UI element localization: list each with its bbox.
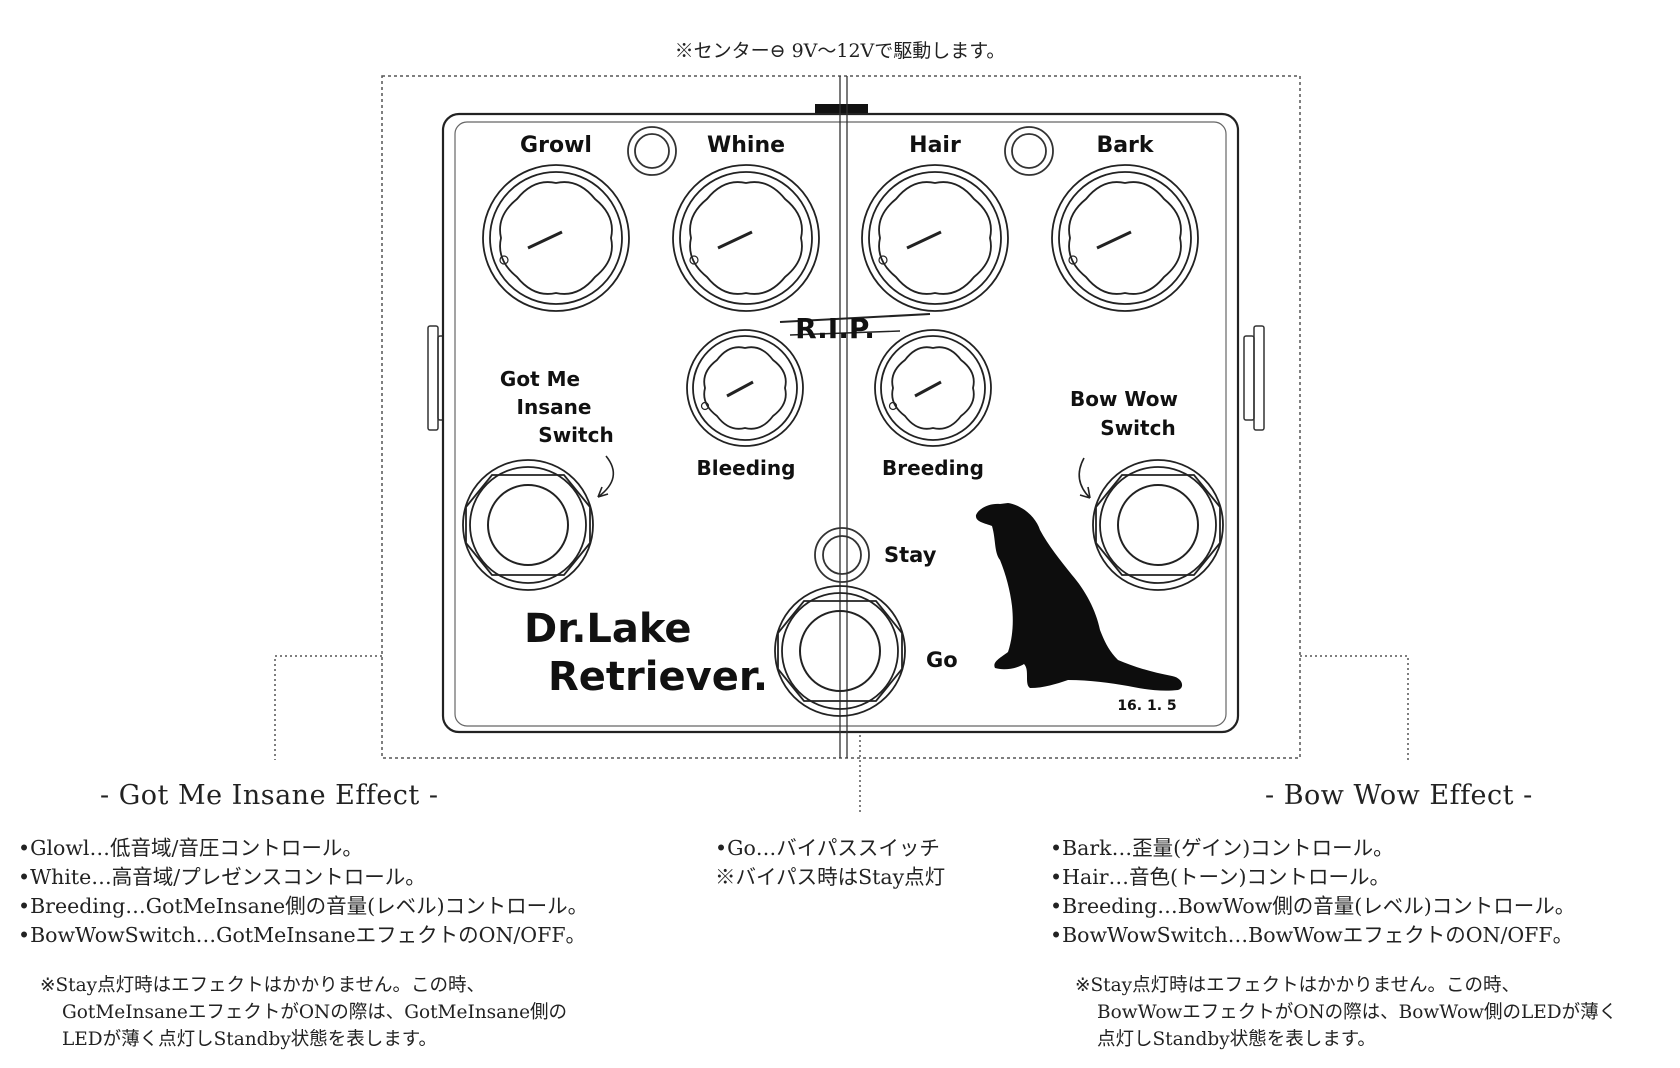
right-note: ※Stay点灯時はエフェクトはかかりません。この時、 BowWowエフェクトがO…: [1075, 972, 1617, 1053]
label-left-switch-2: Insane: [517, 395, 592, 419]
label-whine: Whine: [707, 133, 785, 158]
label-right-switch-1: Bow Wow: [1070, 387, 1178, 411]
list-item: •Go…バイパススイッチ: [715, 836, 940, 860]
label-left-switch-3: Switch: [538, 423, 613, 447]
led-stay: [814, 527, 870, 583]
input-jack: [1243, 325, 1265, 431]
list-item: ※バイパス時はStay点灯: [715, 865, 946, 889]
right-section-title: - Bow Wow Effect -: [1265, 780, 1533, 811]
label-stay: Stay: [884, 543, 937, 567]
power-note: ※センター⊖ 9V〜12Vで駆動します。: [674, 40, 1006, 62]
left-note: ※Stay点灯時はエフェクトはかかりません。この時、 GotMeInsaneエフ…: [40, 972, 567, 1053]
note-line: 点灯しStandby状態を表します。: [1097, 1029, 1376, 1050]
list-item: •BowWowSwitch…GotMeInsaneエフェクトのON/OFF。: [18, 923, 587, 947]
dog-silhouette: [975, 503, 1183, 691]
label-breeding: Breeding: [882, 456, 984, 480]
label-left-switch-1: Got Me: [500, 367, 580, 391]
arrow-right-switch: [1078, 457, 1091, 499]
knob-whine: [672, 164, 820, 312]
arrow-left-switch: [597, 455, 615, 498]
leader-left: [274, 655, 382, 760]
list-item: •Breeding…BowWow側の音量(レベル)コントロール。: [1050, 894, 1576, 918]
label-rip: R.I.P.: [795, 312, 875, 345]
led-right: [1004, 126, 1054, 176]
note-line: BowWowエフェクトがONの際は、BowWow側のLEDが薄く: [1097, 1002, 1618, 1023]
list-item: •Hair…音色(トーン)コントロール。: [1050, 865, 1391, 889]
label-right-switch-2: Switch: [1100, 416, 1175, 440]
knob-hair: [861, 164, 1009, 312]
knob-bleeding: [686, 329, 804, 447]
note-line: GotMeInsaneエフェクトがONの際は、GotMeInsane側の: [62, 1002, 568, 1023]
knob-breeding: [874, 329, 992, 447]
right-feature-list: •Bark…歪量(ゲイン)コントロール。 •Hair…音色(トーン)コントロール…: [1050, 834, 1575, 950]
dc-jack: [815, 104, 868, 114]
footswitch-got-me-insane: [462, 459, 594, 591]
note-line: LEDが薄く点灯しStandby状態を表します。: [62, 1029, 437, 1050]
dimension-frame: [381, 75, 1301, 759]
rip-strike: [779, 313, 931, 323]
knob-bark: [1051, 164, 1199, 312]
list-item: •BowWowSwitch…BowWowエフェクトのON/OFF。: [1050, 923, 1574, 947]
label-hair: Hair: [909, 133, 961, 158]
center-feature-list: •Go…バイパススイッチ ※バイパス時はStay点灯: [715, 834, 945, 892]
note-line: ※Stay点灯時はエフェクトはかかりません。この時、: [1075, 975, 1521, 996]
footswitch-go: [774, 585, 906, 717]
list-item: •White…高音域/プレゼンスコントロール。: [18, 865, 426, 889]
led-left: [627, 126, 677, 176]
left-feature-list: •Glowl…低音域/音圧コントロール。 •White…高音域/プレゼンスコント…: [18, 834, 588, 950]
list-item: •Breeding…GotMeInsane側の音量(レベル)コントロール。: [18, 894, 589, 918]
brand-line-1: Dr.Lake: [524, 606, 692, 652]
footswitch-bow-wow: [1092, 459, 1224, 591]
build-date: 16. 1. 5: [1117, 698, 1176, 714]
list-item: •Bark…歪量(ゲイン)コントロール。: [1050, 836, 1394, 860]
left-section-title: - Got Me Insane Effect -: [100, 780, 439, 811]
label-go: Go: [926, 648, 958, 672]
list-item: •Glowl…低音域/音圧コントロール。: [18, 836, 363, 860]
leader-right: [1300, 655, 1409, 760]
note-line: ※Stay点灯時はエフェクトはかかりません。この時、: [40, 975, 486, 996]
brand-line-2: Retriever.: [548, 654, 768, 700]
label-bleeding: Bleeding: [697, 456, 796, 480]
knob-growl: [482, 164, 630, 312]
label-bark: Bark: [1096, 133, 1154, 158]
label-growl: Growl: [520, 133, 592, 158]
